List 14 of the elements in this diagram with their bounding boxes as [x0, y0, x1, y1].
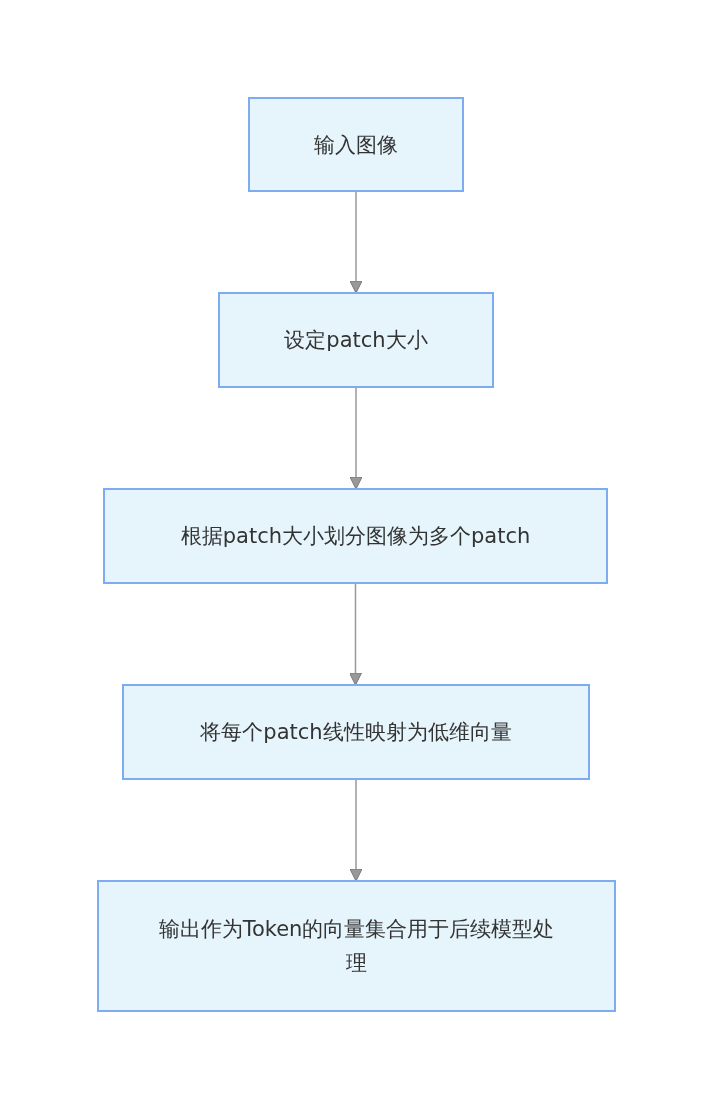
step-text: 将每个patch线性映射为低维向量 [200, 719, 512, 746]
process-box [97, 880, 616, 1012]
arrow [349, 583, 362, 686]
process-box [122, 684, 590, 780]
step-text: 输出作为Token的向量集合用于后续模型处理 [157, 916, 556, 977]
arrow [349, 191, 363, 294]
process-box [218, 292, 494, 388]
step-text: 根据patch大小划分图像为多个patch [180, 523, 531, 550]
arrow [349, 387, 363, 490]
step-text: 设定patch大小 [284, 327, 428, 354]
process-box [248, 97, 464, 192]
step-text: 输入图像 [314, 131, 398, 159]
arrow [349, 779, 363, 882]
process-box [103, 488, 608, 584]
